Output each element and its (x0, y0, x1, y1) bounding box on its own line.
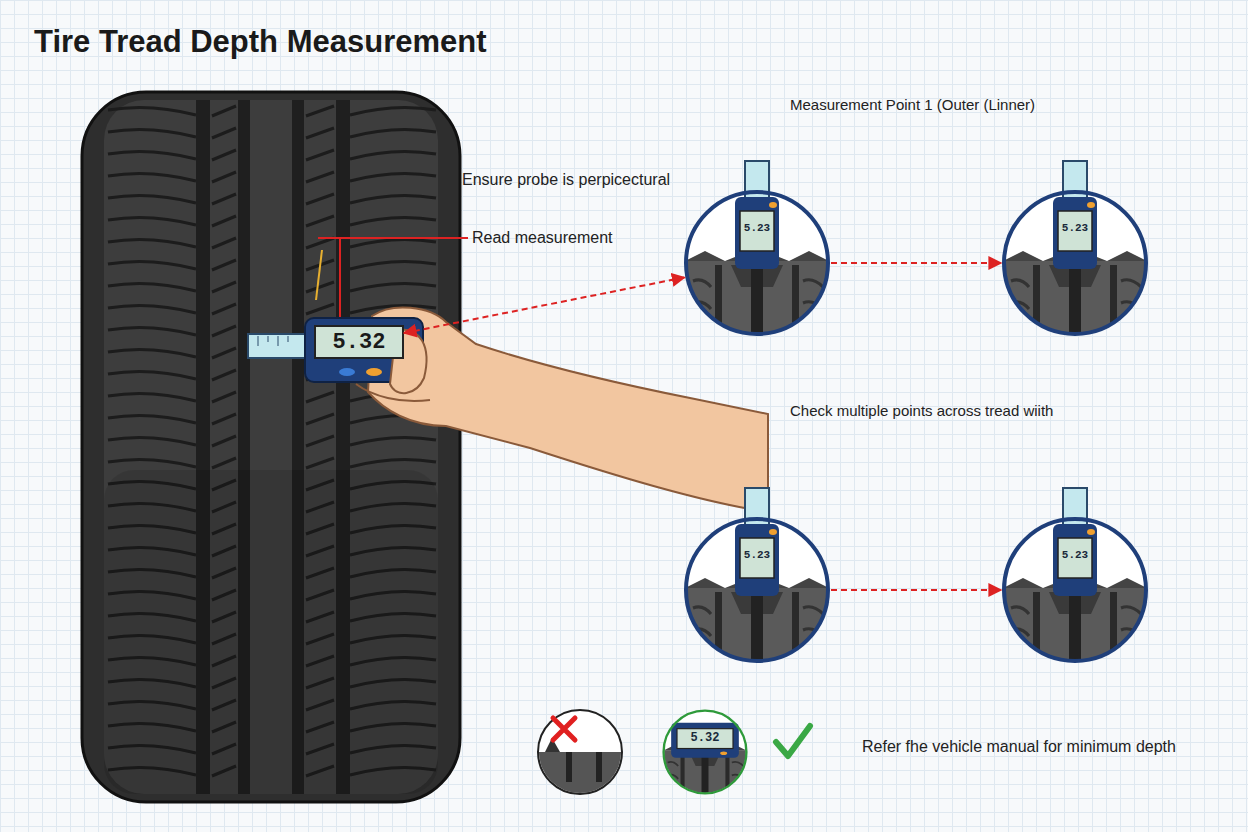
incorrect-outline (538, 710, 622, 794)
tire-shade (104, 470, 438, 794)
magnified-view: 5.23 (1003, 191, 1147, 335)
title: Tire Tread Depth Measurement (34, 24, 487, 60)
probe-mark (316, 250, 322, 300)
zoom-circle (1003, 191, 1147, 335)
tire-body (82, 92, 460, 802)
magnified-view: 5.23 (685, 518, 829, 662)
depth-reading: 5.32 (333, 330, 386, 355)
gauge-display: 5.32 (314, 325, 404, 359)
depth-reading: 5.32 (677, 730, 733, 748)
incorrect-tread (530, 738, 630, 802)
hand (368, 307, 768, 512)
magnified-view: 5.32 (663, 710, 747, 794)
depth-reading: 5.23 (1058, 221, 1092, 235)
leader-line (339, 238, 341, 320)
zoom-circle (685, 191, 829, 335)
annotation: Refer fhe vehicle manual for minimum dep… (862, 738, 1176, 756)
tire-tread (104, 100, 438, 794)
cross-mark (553, 718, 575, 740)
depth-reading: 5.23 (740, 221, 774, 235)
dashed-connector (831, 589, 1001, 591)
check-mark (776, 726, 810, 756)
zoom-circle (685, 518, 829, 662)
finger-line (356, 384, 430, 401)
gauge-button (366, 368, 382, 376)
annotation: Measurement Point 1 (Outer (Linner) (790, 96, 1035, 113)
annotation: Check multiple points across tread wiith (790, 402, 1053, 419)
annotation: Ensure probe is perpicectural (462, 171, 670, 189)
gauge-button (339, 368, 355, 376)
depth-reading: 5.23 (740, 548, 774, 562)
annotation: Read measurement (472, 229, 613, 247)
zoom-circle (663, 710, 747, 794)
magnified-view: 5.23 (1003, 518, 1147, 662)
dashed-connector (831, 262, 1001, 264)
depth-reading: 5.23 (1058, 548, 1092, 562)
magnified-view: 5.23 (685, 191, 829, 335)
zoom-circle (1003, 518, 1147, 662)
dashed-connector (404, 277, 684, 333)
